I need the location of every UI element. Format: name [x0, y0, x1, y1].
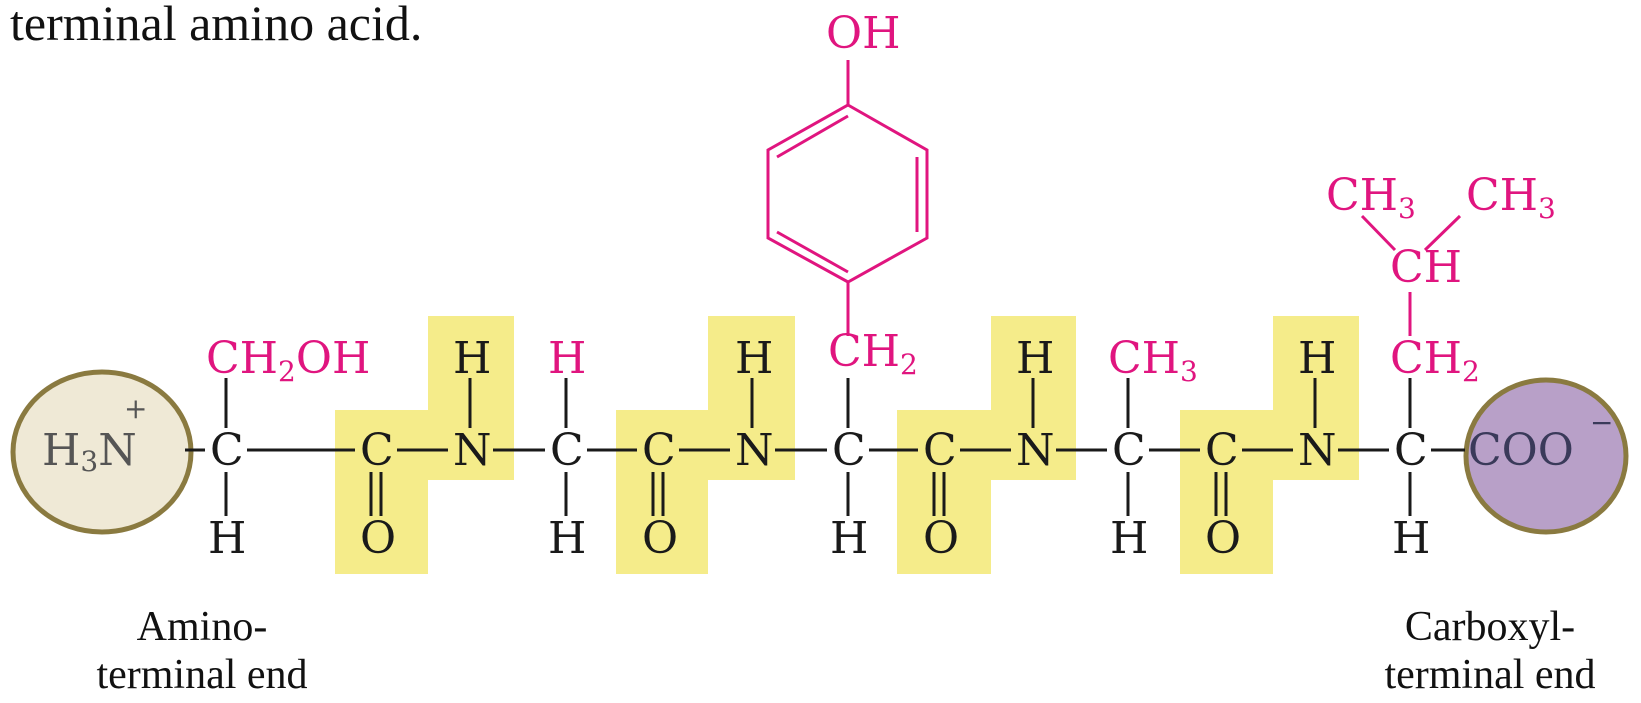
- peptide-bond-highlight-2: [616, 316, 795, 574]
- amide-hydrogen-2: H: [735, 333, 773, 384]
- carboxyl-caption-line1: Carboxyl-: [1405, 604, 1575, 650]
- svg-text:H3N: H3N: [42, 425, 137, 478]
- alpha-carbon-3: C: [832, 425, 866, 476]
- amino-caption-line2: terminal end: [96, 652, 307, 698]
- side-chains: CH2OH H CH2 OH CH3 CH2 CH CH3 CH3: [206, 8, 1556, 388]
- carbonyl-carbon-3: C: [923, 425, 957, 476]
- side-chain-alanine: CH3: [1108, 333, 1198, 388]
- side-chain-leucine-ch2: CH2: [1390, 333, 1480, 388]
- alpha-hydrogen-5: H: [1392, 513, 1430, 564]
- carbonyl-oxygen-4: O: [1205, 513, 1241, 564]
- amino-h: H: [42, 425, 80, 476]
- amino-subscript: 3: [80, 445, 98, 478]
- amide-nitrogen-2: N: [735, 425, 774, 476]
- alpha-hydrogen-3: H: [830, 513, 868, 564]
- amino-caption-line1: Amino-: [137, 604, 268, 650]
- tyrosine-hydroxyl: OH: [826, 8, 900, 59]
- alpha-carbon-1: C: [210, 425, 244, 476]
- amide-nitrogen-4: N: [1298, 425, 1337, 476]
- alpha-hydrogen-4: H: [1110, 513, 1148, 564]
- alpha-carbon-5: C: [1394, 425, 1428, 476]
- leucine-branch-ch: CH: [1390, 242, 1462, 293]
- carbonyl-carbon-1: C: [360, 425, 394, 476]
- carbonyl-oxygen-1: O: [360, 513, 396, 564]
- vertical-bonds: [224, 378, 1412, 516]
- amide-nitrogen-3: N: [1016, 425, 1055, 476]
- alpha-hydrogen-1: H: [208, 513, 246, 564]
- alpha-hydrogen-2: H: [548, 513, 586, 564]
- carbonyl-oxygen-2: O: [642, 513, 678, 564]
- heading-text: terminal amino acid.: [10, 0, 422, 51]
- alpha-carbon-4: C: [1112, 425, 1146, 476]
- carboxyl-terminal-ellipse: [1463, 377, 1629, 535]
- side-chain-glycine: H: [548, 333, 586, 384]
- side-chain-serine: CH2OH: [206, 333, 370, 388]
- amide-hydrogen-3: H: [1016, 333, 1054, 384]
- carboxyl-group: COO: [1468, 425, 1574, 476]
- alpha-carbon-2: C: [550, 425, 584, 476]
- side-chain-tyrosine-ch2: CH2: [828, 326, 918, 381]
- side-chain-bonds: [766, 60, 1462, 336]
- amide-hydrogen-4: H: [1298, 333, 1336, 384]
- leucine-methyl-2: CH3: [1466, 170, 1556, 225]
- amino-terminal-ellipse: [10, 369, 194, 535]
- carboxyl-terminal-group: COO −: [1468, 406, 1613, 476]
- amino-terminal-group: H3N +: [42, 392, 147, 478]
- carbonyl-carbon-4: C: [1205, 425, 1239, 476]
- amino-n: N: [98, 425, 137, 476]
- carboxyl-charge: −: [1590, 406, 1613, 439]
- carbonyl-carbon-2: C: [642, 425, 676, 476]
- leucine-methyl-1: CH3: [1326, 170, 1416, 225]
- amide-hydrogen-1: H: [453, 333, 491, 384]
- amino-charge: +: [124, 392, 147, 425]
- carbonyl-oxygen-3: O: [923, 513, 959, 564]
- peptide-bond-highlight-3: [897, 316, 1076, 574]
- terminal-captions: Amino- terminal end Carboxyl- terminal e…: [96, 604, 1595, 698]
- carboxyl-caption-line2: terminal end: [1384, 652, 1595, 698]
- backbone-atoms: C C C C C C C C C N N N N H H H H O O O …: [208, 333, 1430, 564]
- amide-nitrogen-1: N: [453, 425, 492, 476]
